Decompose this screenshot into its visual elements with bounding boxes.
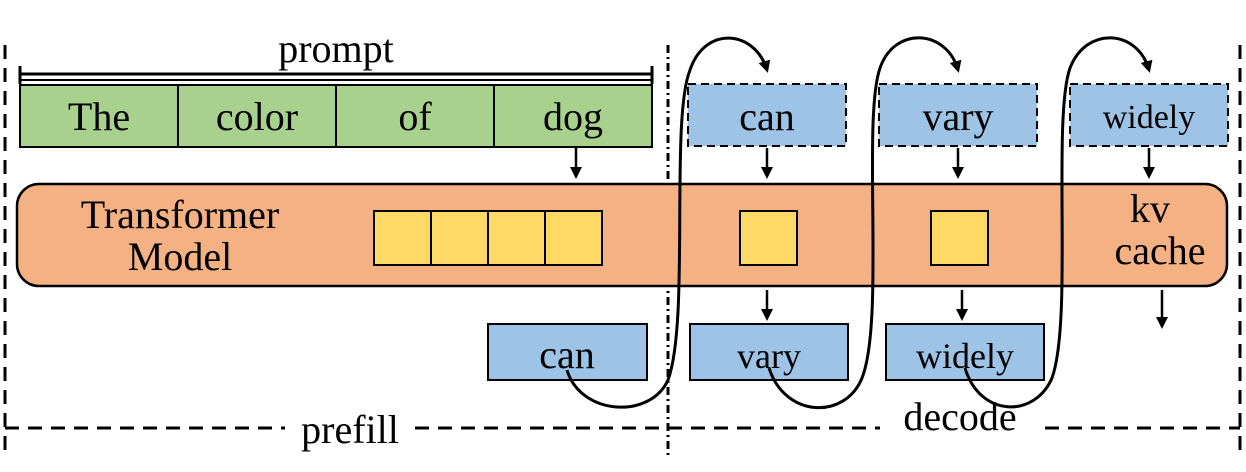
decode-input-label: vary bbox=[922, 94, 993, 139]
kv-cache-cell bbox=[544, 210, 603, 266]
decode-input-tokens: can vary widely bbox=[687, 83, 1229, 147]
prefill-kv-cache bbox=[373, 210, 603, 266]
kv-cache-cell bbox=[930, 210, 989, 266]
decode-input-box bbox=[687, 83, 847, 147]
prompt-bracket bbox=[18, 66, 654, 84]
decode-input-box bbox=[878, 83, 1038, 147]
kv-cache-label-line1: kv bbox=[1130, 186, 1170, 231]
prompt-token-label: of bbox=[398, 94, 432, 139]
prompt-tokens: The color of dog bbox=[19, 84, 653, 148]
prompt-token-box bbox=[177, 84, 337, 148]
model-label-line1: Transformer bbox=[81, 192, 280, 237]
output-token-label: can bbox=[539, 332, 595, 377]
prompt-token-box bbox=[335, 84, 495, 148]
prompt-token-label: dog bbox=[543, 94, 603, 139]
output-tokens: can vary widely bbox=[487, 323, 1045, 381]
feedback-arrow bbox=[767, 36, 962, 410]
input-arrows bbox=[570, 148, 1155, 179]
feedback-arrow bbox=[963, 36, 1153, 409]
prompt-token-label: The bbox=[68, 94, 130, 139]
kv-cache-cell bbox=[739, 210, 798, 266]
model-label-line2: Model bbox=[128, 234, 232, 279]
output-token-box bbox=[885, 323, 1045, 381]
transformer-model-box bbox=[15, 182, 1229, 288]
decode-input-box bbox=[1069, 83, 1229, 147]
output-arrows bbox=[761, 290, 1168, 329]
kv-cache-cell bbox=[430, 210, 489, 266]
feedback-loops bbox=[565, 36, 1153, 410]
prompt-token-label: color bbox=[216, 94, 298, 139]
kv-cache-cell bbox=[487, 210, 546, 266]
decode-input-label: widely bbox=[1103, 99, 1196, 136]
prompt-label: prompt bbox=[278, 26, 394, 71]
feedback-arrow bbox=[565, 36, 771, 409]
decode-input-label: can bbox=[739, 94, 795, 139]
prompt-token-box bbox=[19, 84, 179, 148]
prompt-token-box bbox=[493, 84, 653, 148]
kv-cache-cell bbox=[373, 210, 432, 266]
prefill-label: prefill bbox=[301, 407, 399, 452]
kv-cache-label-line2: cache bbox=[1114, 228, 1205, 273]
decode-label: decode bbox=[903, 394, 1016, 439]
